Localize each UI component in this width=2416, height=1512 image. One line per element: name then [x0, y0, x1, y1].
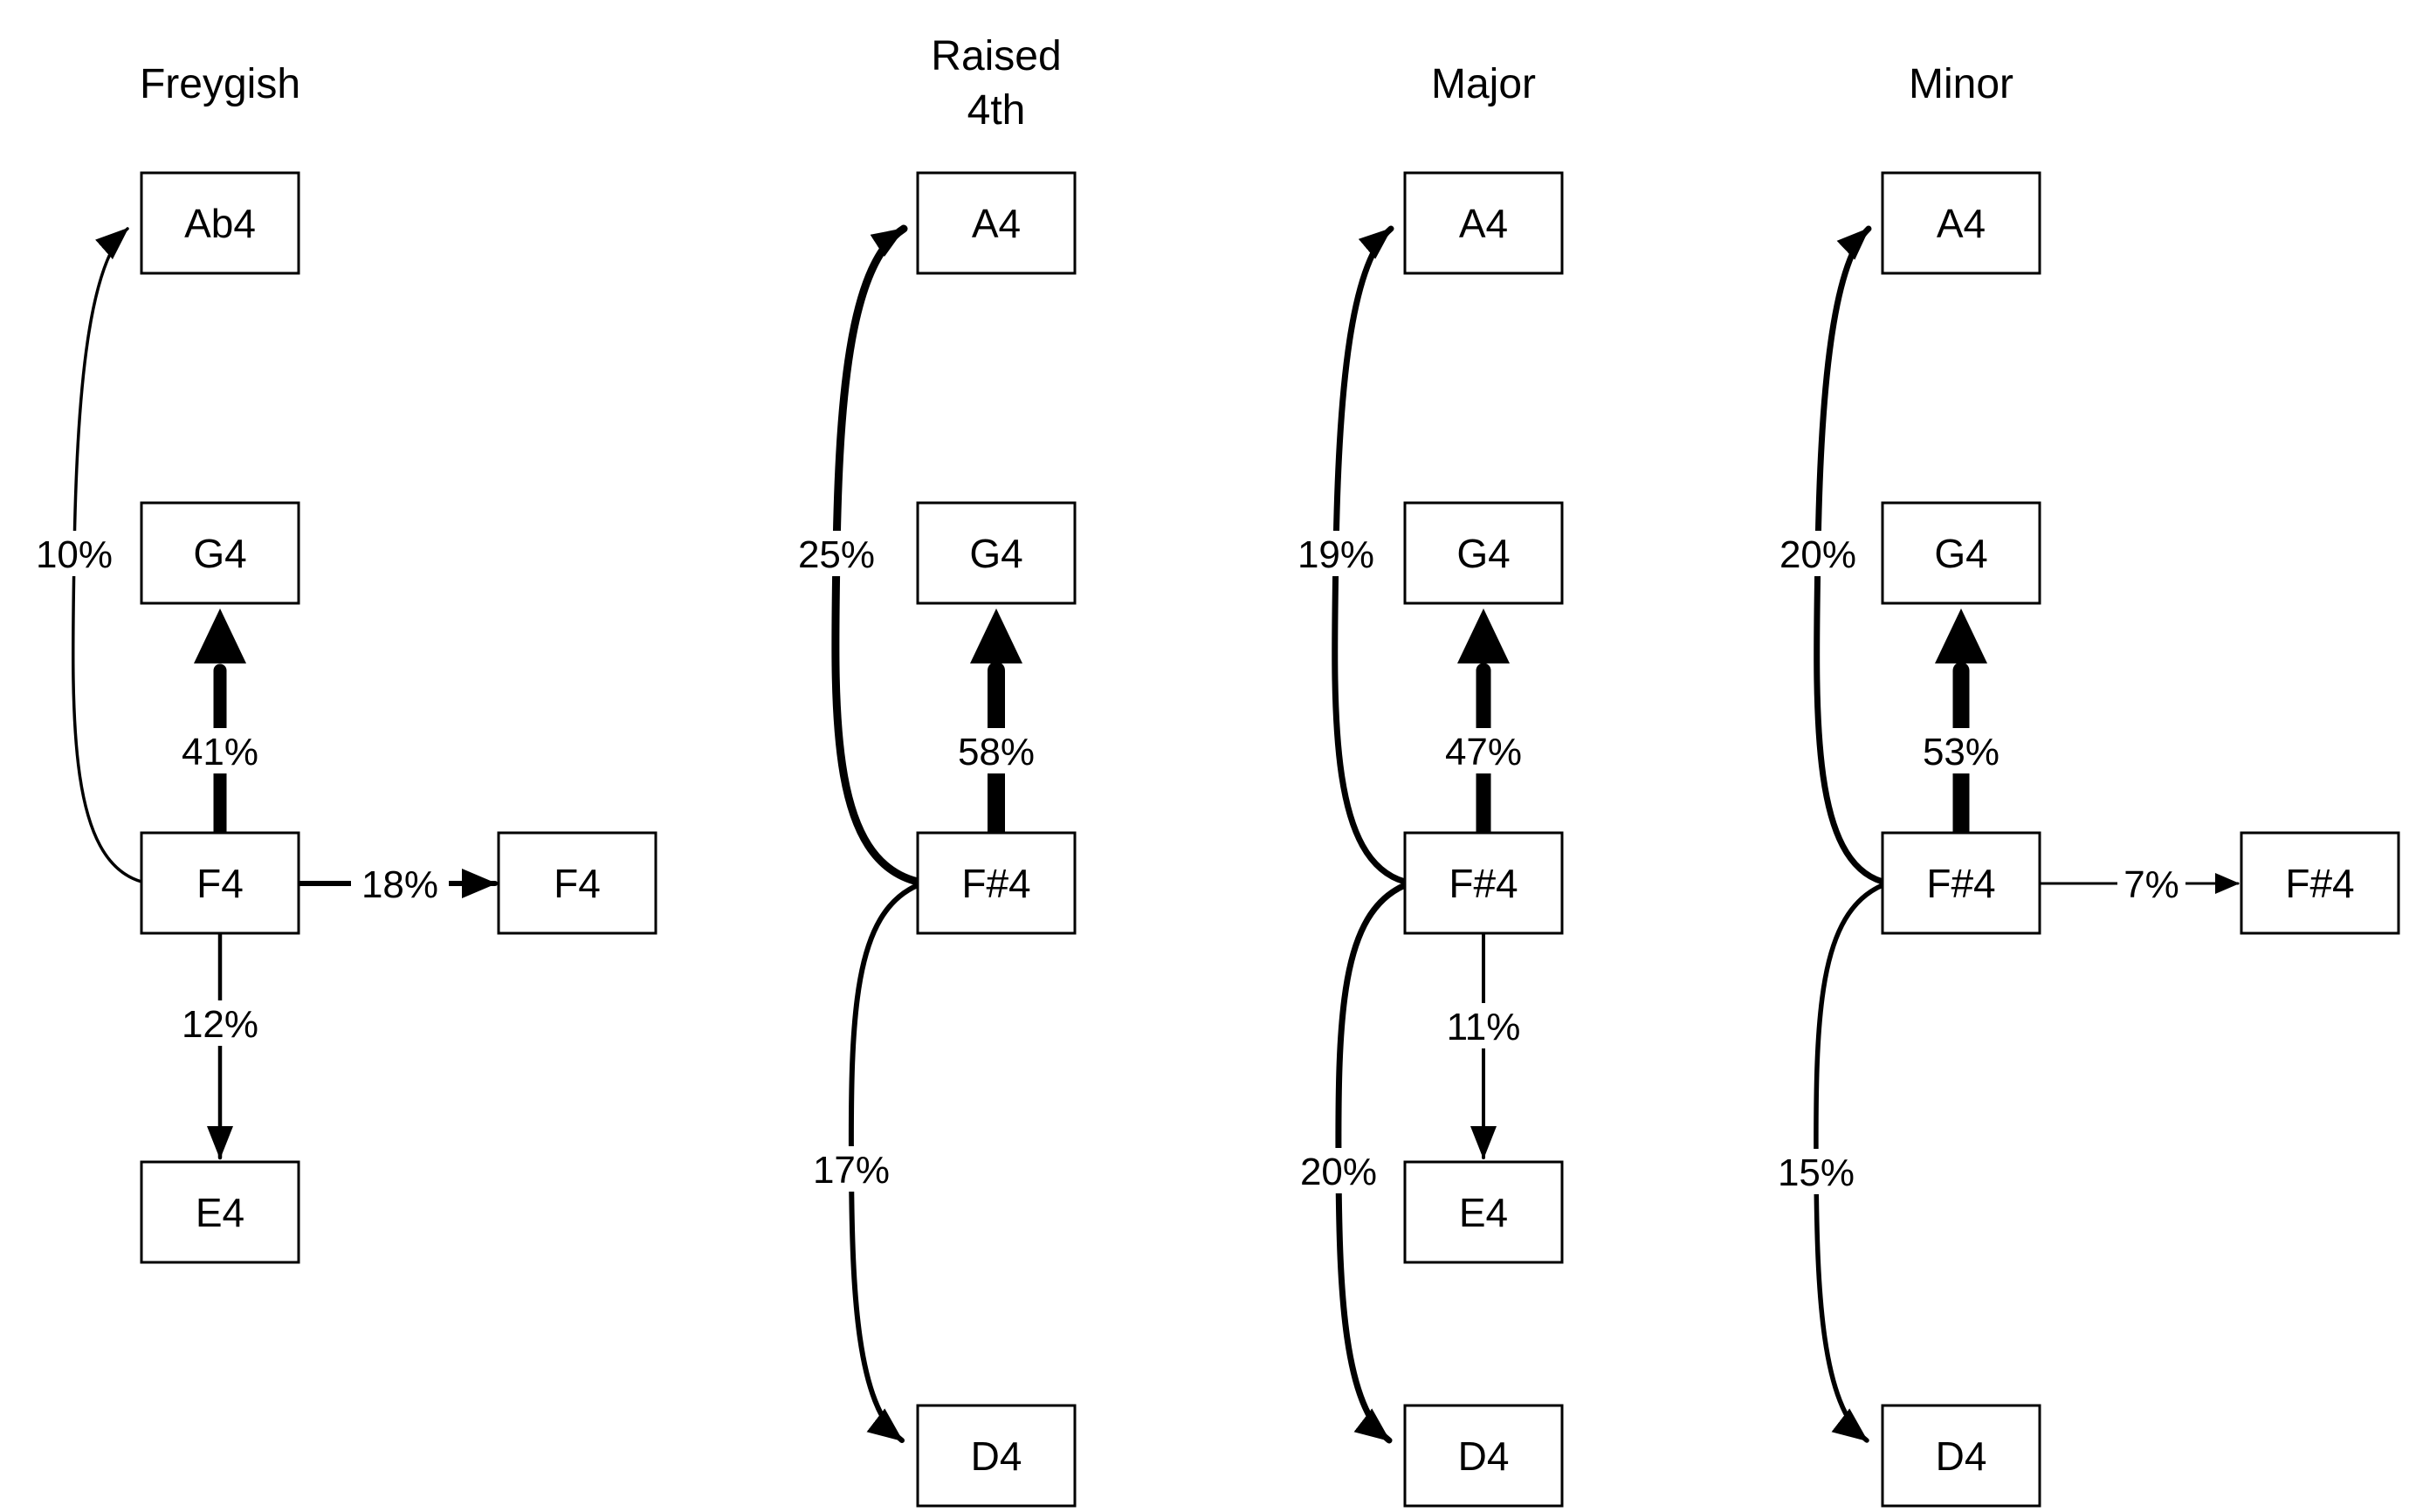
node-label: D4: [1458, 1433, 1510, 1479]
node-label: F4: [196, 861, 244, 906]
edge-label-to-right: 18%: [361, 863, 438, 906]
label-bg: [1770, 531, 1866, 576]
node-label: G4: [969, 531, 1022, 576]
edge-label-to-upper: 47%: [1445, 731, 1522, 773]
node-box-fsharp4: [1881, 831, 2041, 935]
arrow-f4-to-g4-head: [194, 608, 246, 663]
node-label: D4: [971, 1433, 1022, 1479]
node-box-d4: [1403, 1404, 1564, 1508]
panel-title: Freygish: [140, 61, 300, 107]
node-box-a4: [916, 171, 1077, 275]
label-bg: [1288, 531, 1384, 576]
label-bg: [1913, 728, 2009, 773]
label-bg: [1291, 1148, 1387, 1193]
node-label: F#4: [1449, 861, 1518, 906]
edge-label-to-bottom: 20%: [1300, 1151, 1377, 1193]
node-label: A4: [1459, 201, 1508, 246]
edge-label-to-top: 20%: [1779, 533, 1856, 576]
node-label: G4: [1934, 531, 1987, 576]
edge-label-to-lower: 11%: [1447, 1006, 1521, 1048]
node-box-a4: [1403, 171, 1564, 275]
edge-label-to-top: 25%: [798, 533, 875, 576]
panel-raised-4th: Raised 4th A4 G4 F#4 D4 25% 58% 17%: [788, 33, 1077, 1508]
label-bg: [351, 861, 449, 906]
node-box-e4: [1403, 1160, 1564, 1264]
edge-label-to-upper: 53%: [1923, 731, 2000, 773]
node-box-fsharp4: [1403, 831, 1564, 935]
label-bg: [172, 1000, 268, 1046]
node-box-d4: [1881, 1404, 2041, 1508]
label-bg: [1435, 1003, 1532, 1048]
node-box-a4: [1881, 171, 2041, 275]
edge-label-to-upper: 58%: [958, 731, 1035, 773]
label-bg: [1768, 1149, 1864, 1194]
arrow-fsharp4-to-g4-head: [1457, 608, 1510, 663]
edge-label-to-top: 10%: [36, 533, 113, 576]
label-bg: [803, 1146, 899, 1192]
node-label: F4: [554, 861, 601, 906]
edge-label-to-lower: 12%: [182, 1003, 258, 1046]
node-box-g4: [1881, 501, 2041, 605]
node-box-e4: [140, 1160, 300, 1264]
panel-title: Minor: [1909, 61, 2013, 107]
node-box-d4: [916, 1404, 1077, 1508]
node-box-g4: [916, 501, 1077, 605]
node-label: D4: [1936, 1433, 1987, 1479]
label-bg: [172, 728, 268, 773]
edge-label-to-right: 7%: [2123, 863, 2179, 906]
edge-label-to-top: 19%: [1297, 533, 1374, 576]
panel-major: Major A4 G4 F#4 E4 D4 19% 47% 11% 20%: [1288, 61, 1564, 1508]
panel-minor: Minor A4 G4 F#4 F#4 D4 20% 53% 7% 15%: [1768, 61, 2400, 1508]
node-label: E4: [1459, 1190, 1508, 1235]
node-label: G4: [1456, 531, 1510, 576]
node-label: F#4: [2285, 861, 2354, 906]
arrow-fsharp4-to-g4-head: [970, 608, 1022, 663]
node-box-g4: [1403, 501, 1564, 605]
label-bg: [788, 531, 884, 576]
node-label: A4: [972, 201, 1021, 246]
label-bg: [948, 728, 1044, 773]
node-box-f4: [140, 831, 300, 935]
panel-title-line2: 4th: [967, 87, 1026, 134]
edge-label-to-upper: 41%: [182, 731, 258, 773]
node-box-f4-repeat: [497, 831, 657, 935]
node-label: A4: [1937, 201, 1986, 246]
node-label: G4: [193, 531, 246, 576]
node-box-ab4: [140, 171, 300, 275]
label-bg: [2117, 861, 2185, 906]
node-box-fsharp4-repeat: [2240, 831, 2400, 935]
node-box-fsharp4: [916, 831, 1077, 935]
label-bg: [1435, 728, 1532, 773]
node-label: Ab4: [184, 201, 256, 246]
panel-freygish: Freygish Ab4 G4 F4 F4 E4 10% 41% 18% 12%: [26, 61, 657, 1264]
edge-label-to-bottom: 15%: [1778, 1151, 1855, 1194]
panel-title: Major: [1431, 61, 1536, 107]
label-bg: [26, 531, 122, 576]
node-label: F#4: [1926, 861, 1995, 906]
node-label: F#4: [961, 861, 1030, 906]
arrow-fsharp4-to-g4-head: [1935, 608, 1987, 663]
edge-label-to-bottom: 17%: [813, 1149, 890, 1192]
node-box-g4: [140, 501, 300, 605]
panel-title-line1: Raised: [931, 33, 1061, 79]
node-label: E4: [196, 1190, 244, 1235]
